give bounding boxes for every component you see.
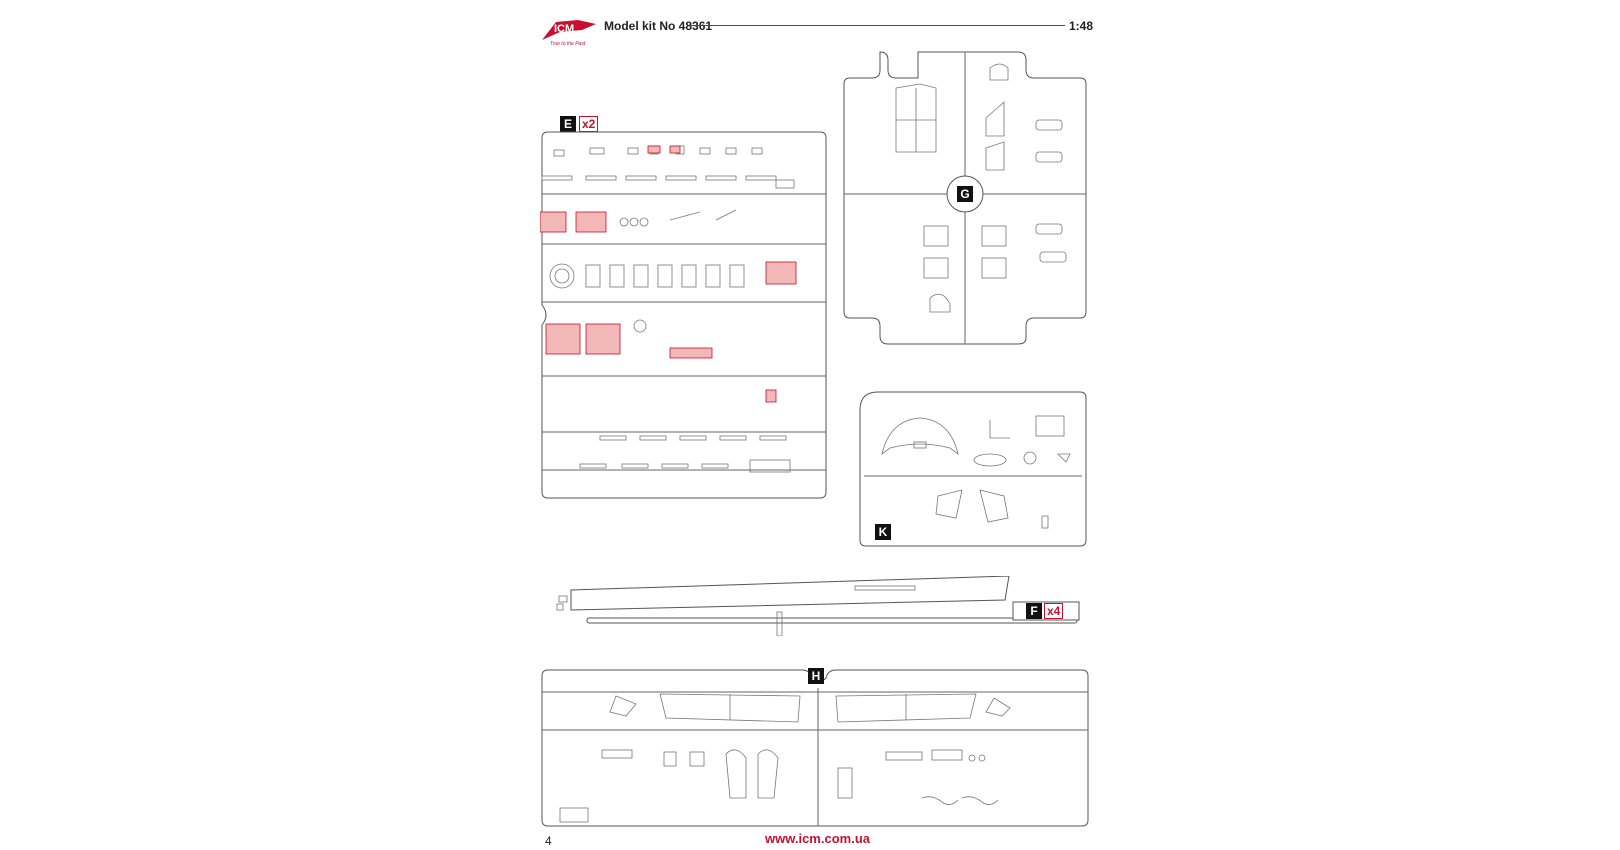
sprue-g-diagram [843, 51, 1087, 345]
sprue-k-diagram [859, 391, 1087, 547]
sprue-h-diagram [541, 669, 1089, 827]
svg-text:True to the Past: True to the Past [550, 41, 586, 47]
icm-logo: ICM True to the Past [542, 20, 596, 47]
sprue-k-letter: K [875, 524, 891, 540]
scale-label: 1:48 [1069, 19, 1094, 33]
svg-text:ICM: ICM [554, 23, 574, 35]
header-rule [690, 25, 1065, 26]
sprue-f-multiplier: x4 [1044, 603, 1064, 619]
page-number: 4 [545, 834, 552, 848]
sprue-f-letter: F [1026, 603, 1042, 619]
sprue-h-letter: H [808, 668, 824, 684]
sprue-e-diagram [540, 131, 827, 499]
sprue-g-letter: G [957, 186, 973, 202]
sprue-f-diagram [556, 576, 1078, 636]
website-link[interactable]: www.icm.com.ua [765, 831, 870, 846]
sprue-e-letter: E [560, 116, 576, 132]
kit-title: Model kit No 48361 [604, 19, 713, 33]
